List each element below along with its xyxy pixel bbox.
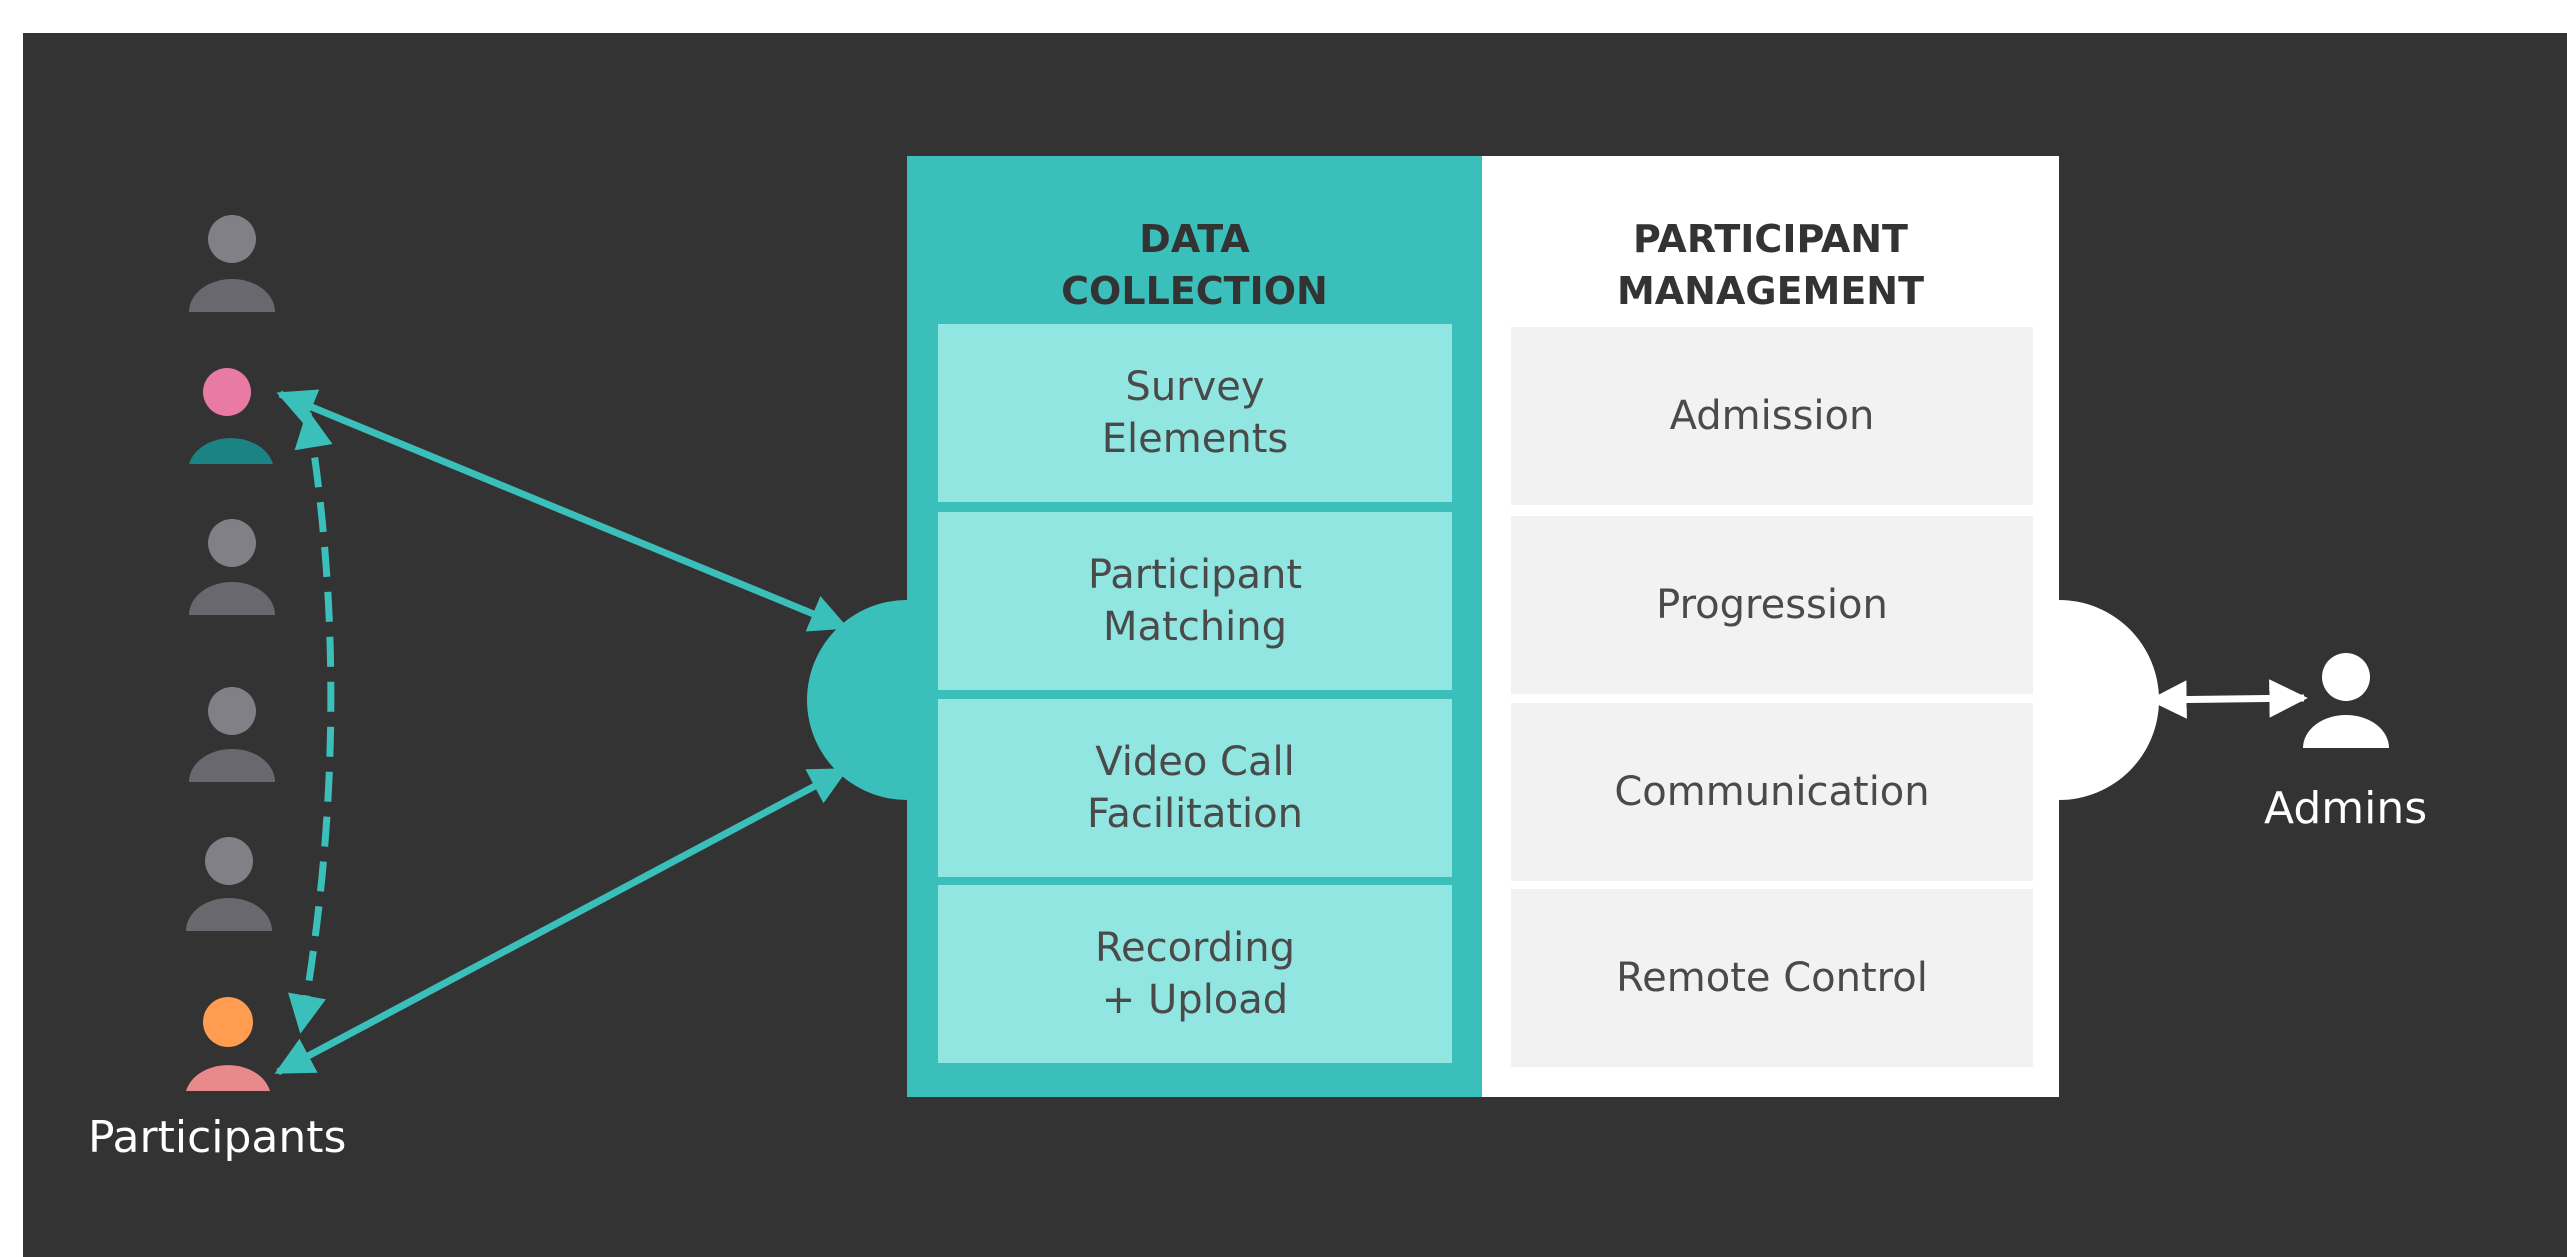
recording-upload-box: Recording + Upload [938, 885, 1452, 1063]
data-collection-panel: DATA COLLECTION Survey Elements Particip… [907, 156, 1482, 1097]
participant-2-icon [189, 368, 273, 464]
participants-label: Participants [88, 1112, 347, 1163]
participant-management-panel: PARTICIPANT MANAGEMENT Admission Progres… [1482, 156, 2059, 1097]
data-collection-title: DATA COLLECTION [1061, 217, 1328, 313]
participant-management-title: PARTICIPANT MANAGEMENT [1616, 217, 1925, 313]
participant-matching-box: Participant Matching [938, 512, 1452, 690]
participant-3-icon [189, 519, 275, 615]
participant-bottom-arrow [274, 766, 849, 1076]
admin-arrow [2148, 679, 2308, 719]
participant-top-arrow [276, 389, 849, 632]
participant-4-icon [189, 687, 275, 782]
admin-icon [2303, 653, 2389, 748]
participant-5-icon [186, 837, 272, 931]
admins-label: Admins [2264, 783, 2428, 834]
progression-box: Progression [1511, 516, 2033, 694]
communication-box: Communication [1511, 703, 2033, 881]
participant-1-icon [189, 215, 275, 312]
video-call-facilitation-box: Video Call Facilitation [938, 699, 1452, 877]
remote-control-box: Remote Control [1511, 889, 2033, 1067]
survey-elements-box: Survey Elements [938, 324, 1452, 502]
participant-management-connector [2059, 600, 2159, 800]
admission-box: Admission [1511, 327, 2033, 505]
participant-to-participant-arrow [288, 409, 335, 1034]
data-collection-connector [807, 600, 907, 800]
participant-6-icon [186, 997, 270, 1091]
